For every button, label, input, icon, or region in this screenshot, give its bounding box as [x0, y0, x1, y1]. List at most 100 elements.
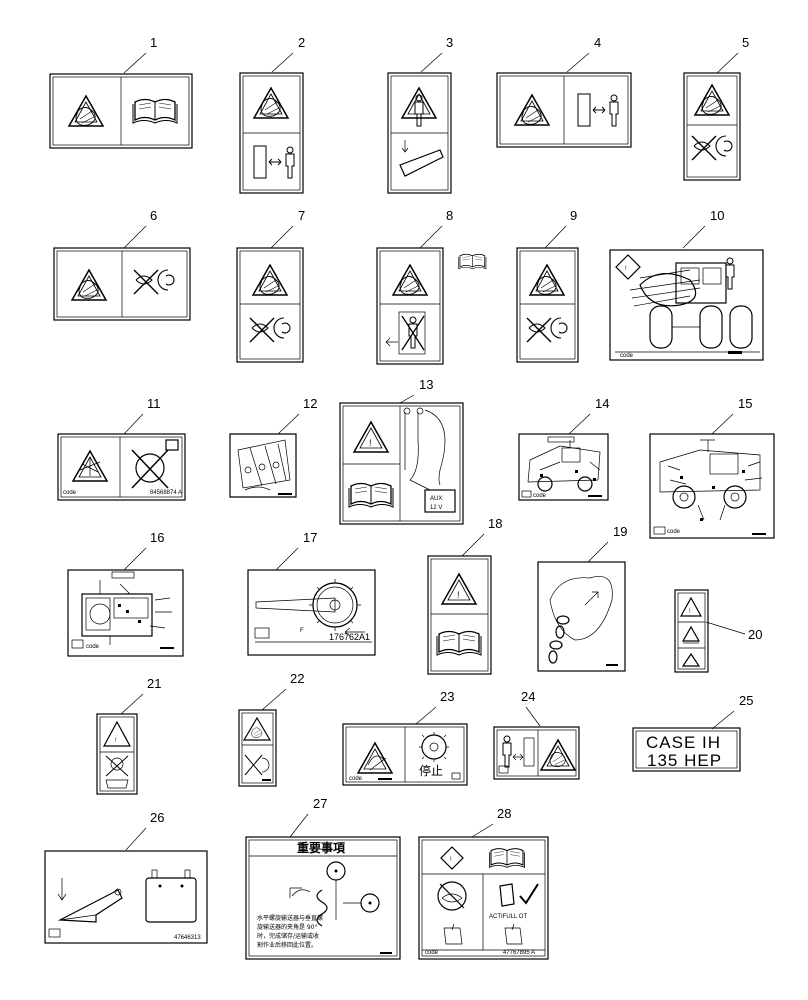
decal-25: CASE IH 135 HEP	[632, 727, 741, 772]
combine-outline-icon	[659, 449, 761, 493]
decal-16: code	[67, 569, 184, 657]
callout-15: 15	[711, 396, 752, 435]
oil-reservoir-icon	[437, 881, 467, 911]
svg-text:code: code	[425, 950, 439, 956]
svg-text:15: 15	[738, 396, 752, 411]
svg-text:3: 3	[446, 35, 453, 50]
callout-13: 13	[399, 377, 433, 404]
warning-triangle-icon	[242, 716, 272, 741]
auger-guard-icon	[237, 439, 291, 489]
svg-text:code: code	[533, 493, 547, 499]
warning-triangle-icon	[357, 742, 393, 774]
svg-text:重要事項: 重要事項	[297, 840, 346, 855]
svg-text:14: 14	[595, 396, 609, 411]
warning-triangle-icon	[529, 264, 565, 296]
combine-outline-icon	[527, 445, 601, 483]
decal-19	[537, 561, 626, 672]
svg-text:停止: 停止	[419, 763, 443, 778]
oil-reservoir-icon	[499, 883, 515, 907]
warning-triangle-icon	[679, 596, 703, 617]
svg-text:13: 13	[419, 377, 433, 392]
hazard-triangle-icon	[681, 652, 701, 667]
callout-10: 10	[682, 208, 724, 249]
decal-18: !	[427, 555, 492, 675]
warning-diamond-icon	[615, 254, 641, 280]
svg-text:code: code	[63, 490, 77, 496]
svg-text:28: 28	[497, 806, 511, 821]
callout-27: 27	[289, 796, 327, 838]
decal-17: F 176762A1	[247, 569, 376, 656]
svg-text:20: 20	[748, 627, 762, 642]
manual-book-icon	[48, 928, 61, 938]
decal-1	[49, 73, 193, 149]
callout-28: 28	[471, 806, 511, 838]
callout-8: 8	[419, 208, 453, 249]
svg-text:AUX: AUX	[430, 496, 442, 502]
grain-tank-icon	[145, 877, 197, 923]
keep-distance-icon	[254, 146, 294, 178]
decal-27: 重要事項 水平螺旋输送器与垂直螺 旋输送器的夹角是 90° 时，完成储存/运输或…	[245, 836, 401, 960]
warning-triangle-icon	[401, 87, 437, 119]
svg-text:47646313: 47646313	[174, 935, 201, 941]
callout-7: 7	[270, 208, 305, 249]
callout-3: 3	[420, 35, 453, 73]
no-reach-icon	[133, 269, 175, 295]
manual-book-icon	[105, 779, 129, 789]
svg-text:F: F	[300, 628, 304, 634]
decal-23: 停止 code	[342, 723, 468, 786]
svg-text:!: !	[450, 857, 452, 863]
warning-triangle-icon	[253, 87, 289, 119]
falling-person-icon	[414, 94, 424, 127]
warning-triangle-icon	[252, 264, 288, 296]
keep-distance-icon	[578, 94, 618, 126]
warning-triangle-icon	[694, 84, 730, 116]
callout-25: 25	[711, 693, 753, 730]
svg-text:7: 7	[298, 208, 305, 223]
svg-text:11: 11	[147, 396, 161, 411]
svg-text:!: !	[689, 609, 691, 615]
svg-text:code: code	[667, 529, 681, 535]
svg-text:9: 9	[570, 208, 577, 223]
svg-text:水平螺旋输送器与垂直螺: 水平螺旋输送器与垂直螺	[257, 914, 323, 922]
svg-text:16: 16	[150, 530, 164, 545]
check-mark-icon	[519, 883, 539, 905]
decal-4	[496, 72, 632, 148]
manual-book-icon	[254, 627, 270, 639]
callout-16: 16	[123, 530, 164, 571]
decal-15: code	[649, 433, 775, 539]
no-reach-icon	[691, 135, 733, 161]
manual-book-icon	[458, 253, 487, 270]
svg-text:6: 6	[150, 208, 157, 223]
decal-8	[376, 247, 444, 365]
warning-triangle-icon	[71, 269, 107, 301]
auger-axis-icon	[335, 880, 361, 920]
callout-12: 12	[277, 396, 317, 435]
svg-text:22: 22	[290, 671, 304, 686]
svg-text:26: 26	[150, 810, 164, 825]
svg-text:5: 5	[742, 35, 749, 50]
svg-text:4: 4	[594, 35, 601, 50]
decal-6	[53, 247, 191, 321]
svg-text:!: !	[457, 590, 460, 600]
warning-triangle-icon	[540, 739, 576, 771]
jumper-cable-icon	[404, 412, 419, 470]
svg-text:8: 8	[446, 208, 453, 223]
callout-21: 21	[120, 676, 161, 715]
svg-text:!: !	[625, 266, 627, 272]
callout-11: 11	[123, 396, 161, 435]
model-text: 135 HEP	[647, 751, 722, 770]
svg-text:176762A1: 176762A1	[329, 632, 370, 642]
explosion-icon	[79, 458, 101, 476]
ladder-step-icon	[399, 149, 444, 177]
decal-12	[229, 433, 297, 498]
svg-text:12 V: 12 V	[430, 505, 442, 511]
callout-20: 20	[705, 621, 762, 642]
decal-5	[683, 72, 741, 181]
oil-can-icon	[504, 927, 523, 945]
warning-triangle-icon	[68, 95, 104, 127]
cab-icon	[675, 262, 727, 304]
decal-24	[493, 726, 580, 780]
prohibited-icon	[401, 315, 425, 351]
oil-can-icon	[443, 927, 463, 945]
chain-hazard-icon	[536, 275, 557, 295]
